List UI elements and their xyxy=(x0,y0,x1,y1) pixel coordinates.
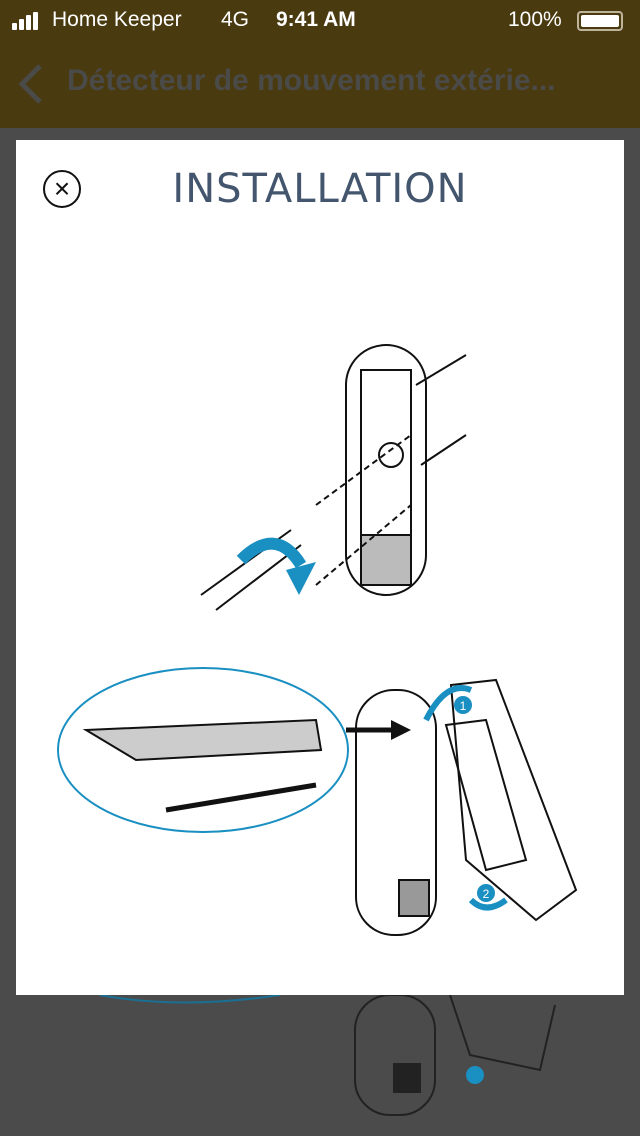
installation-illustration: 1 2 xyxy=(57,344,578,936)
battery-percent: 100% xyxy=(508,8,562,31)
network: 4G xyxy=(221,8,250,31)
status-bar: Home Keeper 4G 9:41 AM 100% xyxy=(0,0,640,40)
battery-icon xyxy=(577,11,623,31)
close-button[interactable]: × xyxy=(43,170,81,208)
background-illustration xyxy=(99,995,556,1116)
carrier: Home Keeper xyxy=(52,8,182,31)
nav-bar: Détecteur de mouvement extérie... xyxy=(0,40,640,128)
page-title: Détecteur de mouvement extérie... xyxy=(67,64,556,97)
step-2-badge xyxy=(477,884,495,902)
step-1-badge xyxy=(454,696,472,714)
step-2-label: 2 xyxy=(483,887,490,901)
modal-title: INSTALLATION xyxy=(172,166,468,212)
time: 9:41 AM xyxy=(276,8,356,31)
installation-modal: × INSTALLATION 1 2 xyxy=(16,140,624,995)
signal-icon xyxy=(12,12,38,30)
close-icon: × xyxy=(53,173,71,204)
back-chevron-icon[interactable] xyxy=(14,62,46,106)
step-1-label: 1 xyxy=(460,699,467,713)
